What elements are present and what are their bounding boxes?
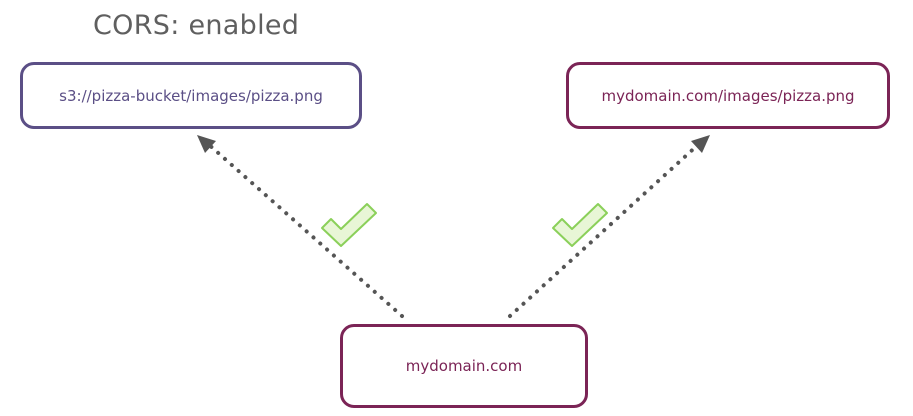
diagram-title: CORS: enabled [93,10,300,41]
check-icon [321,203,377,247]
s3-resource-box: s3://pizza-bucket/images/pizza.png [20,62,362,129]
mydomain-resource-box: mydomain.com/images/pizza.png [566,62,890,129]
mydomain-resource-label: mydomain.com/images/pizza.png [601,86,855,105]
arrowhead-mydomain-images [691,135,710,153]
origin-box: mydomain.com [340,324,588,408]
check-icon [552,203,608,247]
origin-label: mydomain.com [405,357,523,375]
edge-origin-to-s3 [205,141,404,318]
s3-resource-label: s3://pizza-bucket/images/pizza.png [59,86,323,105]
arrowhead-s3 [197,135,216,153]
edge-origin-to-mydomain-images [508,141,702,318]
